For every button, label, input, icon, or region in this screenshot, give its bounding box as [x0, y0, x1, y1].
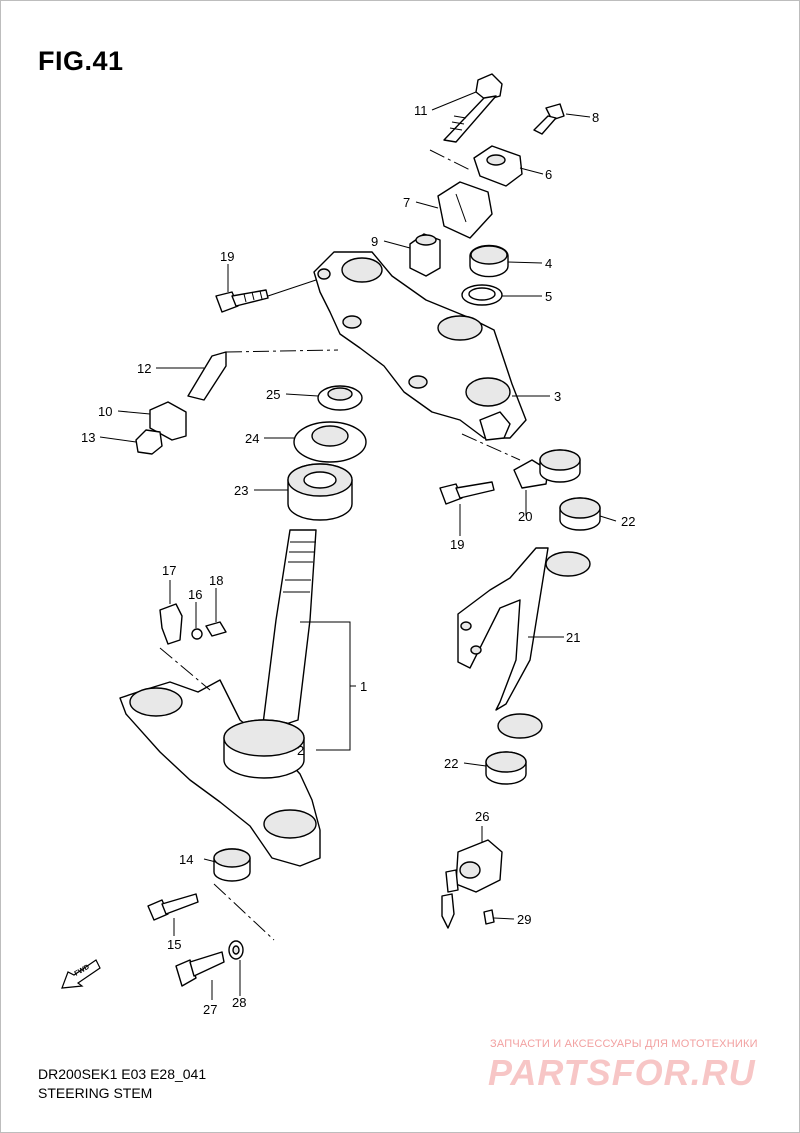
watermark-text: ЗАПЧАСТИ И АКСЕССУАРЫ ДЛЯ МОТОТЕХНИКИ: [490, 1038, 758, 1050]
part-13-nut[interactable]: [135, 429, 163, 455]
callout-24: 24: [245, 431, 259, 446]
part-11-bolt[interactable]: [443, 73, 503, 143]
callout-9: 9: [371, 234, 378, 249]
part-22-grommet-lower-right[interactable]: [559, 497, 601, 531]
callout-18: 18: [209, 573, 223, 588]
part-25-nut[interactable]: [317, 385, 363, 411]
part-19-bolt-lower[interactable]: [439, 481, 495, 505]
part-4-cap[interactable]: [469, 244, 509, 278]
callout-14: 14: [179, 852, 193, 867]
part-23-bearing[interactable]: [287, 463, 353, 521]
arrow-icon: FWD: [61, 959, 101, 989]
part-15-bolt[interactable]: [147, 893, 199, 921]
callout-12: 12: [137, 361, 151, 376]
callout-15: 15: [167, 937, 181, 952]
part-10-bracket[interactable]: [149, 401, 187, 441]
part-7-holder[interactable]: [437, 181, 493, 239]
callout-5: 5: [545, 289, 552, 304]
callout-3: 3: [554, 389, 561, 404]
callout-17: 17: [162, 563, 176, 578]
part-27-screw[interactable]: [483, 909, 495, 925]
part-26-lock-set[interactable]: [441, 839, 503, 929]
callout-22-lower: 22: [444, 756, 458, 771]
callout-11: 11: [414, 103, 428, 118]
part-8-bolt[interactable]: [533, 103, 565, 135]
callout-1: 1: [360, 679, 367, 694]
callout-23: 23: [234, 483, 248, 498]
callout-4: 4: [545, 256, 552, 271]
model-code: DR200SEK1 E03 E28_041: [38, 1066, 207, 1082]
part-18-screw[interactable]: [205, 621, 227, 637]
callout-8: 8: [592, 110, 599, 125]
callout-25: 25: [266, 387, 280, 402]
part-17-clip[interactable]: [159, 603, 183, 645]
callout-22-upper: 22: [621, 514, 635, 529]
watermark-logo: PARTSFOR.RU: [488, 1052, 756, 1093]
part-3-upper-bracket[interactable]: [313, 251, 527, 441]
callout-20: 20: [518, 509, 532, 524]
part-9-cushion[interactable]: [409, 233, 441, 277]
section-name: STEERING STEM: [38, 1085, 153, 1101]
part-22-grommet[interactable]: [539, 449, 581, 483]
figure-title: FIG.41: [38, 46, 124, 76]
callout-29: 28: [232, 995, 246, 1010]
part-1-steering-stem[interactable]: [119, 529, 321, 867]
part-5-washer[interactable]: [461, 284, 503, 306]
callout-2: 2: [297, 743, 304, 758]
part-21-stay[interactable]: [457, 547, 591, 739]
callout-6: 6: [545, 167, 552, 182]
part-29-washer[interactable]: [228, 940, 244, 960]
callout-16: 16: [188, 587, 202, 602]
callout-26: 26: [475, 809, 489, 824]
part-14-grommet[interactable]: [213, 848, 251, 882]
part-28-bolt[interactable]: [175, 951, 225, 987]
callout-7: 7: [403, 195, 410, 210]
part-16-washer[interactable]: [191, 628, 203, 640]
callout-21: 21: [566, 630, 580, 645]
part-12-pin[interactable]: [187, 351, 227, 401]
callout-27: 29: [517, 912, 531, 927]
callout-13: 13: [81, 430, 95, 445]
callout-19-upper: 19: [220, 249, 234, 264]
callout-10: 10: [98, 404, 112, 419]
part-24-seal[interactable]: [293, 421, 367, 463]
callout-28: 27: [203, 1002, 217, 1017]
part-6-holder[interactable]: [473, 145, 523, 187]
part-22-grommet-lower[interactable]: [485, 751, 527, 785]
part-19-bolt[interactable]: [215, 289, 269, 313]
callout-19-lower: 19: [450, 537, 464, 552]
